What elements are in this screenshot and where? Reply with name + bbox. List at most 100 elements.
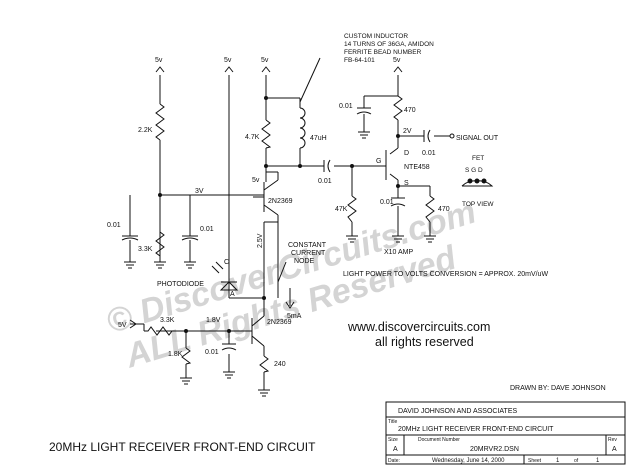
label-r5: 47K: [335, 206, 348, 213]
label-3v: 3V: [195, 188, 204, 195]
inductor-note-4: FB-64-101: [344, 57, 375, 64]
of-label: of: [574, 458, 579, 464]
label-c4: 0.01: [318, 178, 332, 185]
resistor-r3: [261, 119, 272, 149]
website-url: www.discovercircuits.com: [347, 320, 490, 334]
pin-g: G: [376, 158, 381, 165]
signal-out-terminal: [449, 133, 455, 139]
capacitor-c2: [181, 235, 199, 241]
pin-a: A: [230, 291, 235, 298]
fet-pinout: [461, 178, 494, 187]
label-c3: 0.01: [205, 349, 219, 356]
rev-label: Rev: [608, 437, 617, 443]
resistor-r5: [347, 195, 357, 223]
pin-c: C: [224, 259, 229, 266]
input-arrow: [129, 319, 137, 329]
supply-label-2: 5v: [224, 57, 232, 64]
label-l1: 47uH: [310, 135, 327, 142]
label-r7: 3.3K: [160, 317, 175, 324]
capacitor-c6: [423, 129, 431, 143]
supply-label-4: 5v: [393, 57, 401, 64]
rev-value: A: [612, 446, 617, 453]
label-c1: 0.01: [107, 222, 121, 229]
resistor-r8: [181, 347, 192, 365]
resistors: [144, 95, 435, 373]
capacitor-c5: [356, 107, 372, 115]
capacitor-c3: [221, 343, 237, 351]
label-ccn-3: NODE: [294, 258, 315, 265]
node-pointer: [277, 261, 287, 283]
title-block: [385, 401, 626, 465]
of-value: 1: [596, 458, 600, 464]
label-r1: 2.2K: [138, 127, 153, 134]
label-5v-input: 5V: [118, 322, 127, 329]
resistor-r7: [144, 326, 173, 336]
title-block-title: 20MHz LIGHT RECEIVER FRONT-END CIRCUIT: [398, 426, 554, 433]
capacitor-c4: [323, 159, 331, 173]
capacitors: [121, 107, 431, 351]
label-q2: 2N2369: [267, 319, 292, 326]
supply-label-1: 5v: [155, 57, 163, 64]
capacitor-c1: [121, 235, 139, 241]
label-r2: 3.3K: [138, 246, 153, 253]
website-rights: all rights reserved: [375, 335, 474, 349]
doc-label: Document Number: [418, 437, 460, 443]
resistor-r4: [393, 95, 403, 121]
date-label: Date:: [388, 458, 400, 464]
inductor-note-1: CUSTOM INDUCTOR: [344, 33, 408, 40]
supply-arrows: [155, 66, 403, 73]
inductor-l1: [299, 107, 306, 149]
grounds: [124, 131, 436, 397]
resistor-r9: [259, 355, 270, 373]
conversion-note: LIGHT POWER TO VOLTS CONVERSION = APPROX…: [343, 271, 548, 278]
sheet-value: 1: [556, 458, 560, 464]
label-gain: X10 AMP: [384, 249, 414, 256]
inductor-note-3: FERRITE BEAD NUMBER: [344, 49, 422, 56]
drawn-by: DRAWN BY: DAVE JOHNSON: [510, 385, 606, 392]
pin-d: D: [404, 150, 409, 157]
label-fet-title: FET: [472, 155, 484, 162]
junctions: [158, 96, 400, 333]
label-r9: 240: [274, 361, 286, 368]
date-value: Wednesday, June 14, 2000: [432, 458, 505, 464]
label-18v: 1.8V: [206, 317, 221, 324]
resistor-r1: [155, 103, 165, 141]
label-c5: 0.01: [339, 103, 353, 110]
label-photodiode: PHOTODIODE: [157, 281, 204, 288]
sheet-label: Sheet: [528, 458, 542, 464]
label-5ma: 5mA: [287, 313, 302, 320]
title-label: Title: [388, 419, 397, 425]
label-top-view: TOP VIEW: [462, 201, 494, 208]
inductor-pointer: [299, 57, 321, 103]
label-5v-node: 5v: [252, 177, 260, 184]
label-fet-pins: S G D: [465, 167, 483, 174]
label-c7: 0.01: [380, 199, 394, 206]
label-r8: 1.8K: [168, 351, 183, 358]
label-r3: 4.7K: [245, 134, 260, 141]
label-r6: 470: [438, 206, 450, 213]
pin-s: S: [404, 180, 409, 187]
resistor-r6: [425, 195, 435, 223]
supply-label-3: 5v: [261, 57, 269, 64]
capacitor-c7: [390, 197, 406, 207]
size-label: Size: [388, 437, 398, 443]
label-fet: NTE458: [404, 164, 430, 171]
resistor-r2: [155, 231, 165, 257]
inductor-note: CUSTOM INDUCTOR 14 TURNS OF 36GA, AMIDON…: [344, 33, 434, 64]
page-title: 20MHz LIGHT RECEIVER FRONT-END CIRCUIT: [49, 440, 316, 454]
label-c6: 0.01: [422, 150, 436, 157]
doc-value: 20MRVR2.DSN: [470, 446, 519, 453]
label-2v: 2V: [403, 128, 412, 135]
company-name: DAVID JOHNSON AND ASSOCIATES: [398, 408, 517, 415]
label-ccn-2: CURRENT: [291, 250, 326, 257]
label-ccn-1: CONSTANT: [288, 242, 327, 249]
label-c2: 0.01: [200, 226, 214, 233]
label-q1: 2N2369: [268, 198, 293, 205]
size-value: A: [393, 446, 398, 453]
inductor-note-2: 14 TURNS OF 36GA, AMIDON: [344, 41, 434, 48]
label-signal-out: SIGNAL OUT: [456, 135, 499, 142]
photodiode-symbol: [211, 258, 239, 298]
label-25v: 2.5V: [257, 233, 264, 248]
